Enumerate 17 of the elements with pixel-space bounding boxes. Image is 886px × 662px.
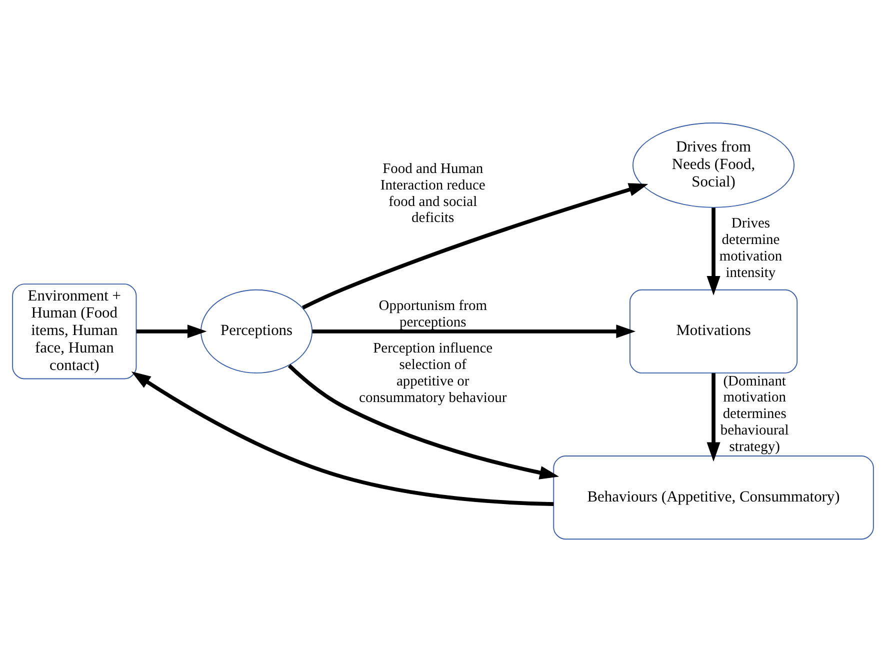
edge-label: Perception influence selection of appetitive or consummatory behaviour <box>359 340 507 406</box>
arrow <box>302 183 648 310</box>
arrow <box>288 364 560 480</box>
node-box: Behaviours (Appetitive, Consummatory) <box>553 456 874 540</box>
node-ellipse: Drives from Needs (Food, Social) <box>632 122 795 208</box>
edge-label: (Dominant motivation determines behavioural strategy) <box>720 373 789 455</box>
edge-label: Drives determine motivation intensity <box>719 215 782 281</box>
arrow <box>706 373 720 462</box>
arrow <box>136 324 207 338</box>
edge-label: Opportunism from perceptions <box>378 298 487 331</box>
arrow <box>131 372 554 506</box>
edge-label: Food and Human Interaction reduce food and social deficits <box>380 160 486 226</box>
node-box: Environment + Human (Food items, Human face, Human contact) <box>12 284 137 380</box>
arrow <box>706 208 720 296</box>
node-box: Motivations <box>629 289 798 374</box>
arrow <box>312 324 636 338</box>
node-ellipse: Perceptions <box>200 289 313 374</box>
